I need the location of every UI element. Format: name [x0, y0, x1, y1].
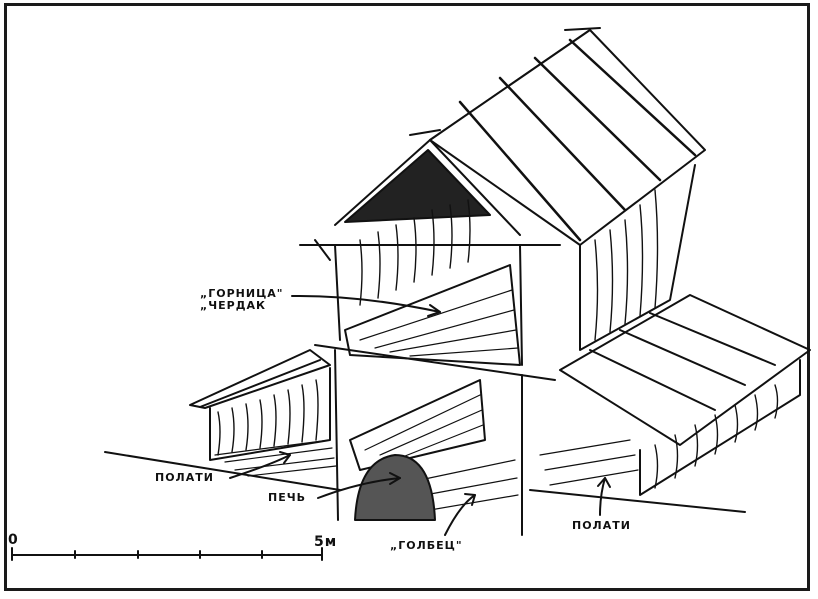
left-shed-wall — [209, 367, 331, 461]
arrow-polati-right — [599, 477, 606, 516]
arrow-gornitsa — [291, 294, 441, 313]
inner-wall — [349, 379, 486, 471]
upper-floor — [344, 264, 521, 366]
stove — [354, 454, 436, 521]
gable-shadow — [344, 149, 491, 223]
left-shed-roof — [189, 349, 331, 409]
right-shed-wall — [639, 359, 801, 496]
arrow-polati-left — [229, 454, 291, 479]
label-golbets: „ГОЛБЕЦ" — [390, 539, 463, 552]
label-cherdak: „ЧЕРДАК — [200, 299, 266, 312]
ground-line-left — [104, 451, 341, 491]
main-roof — [429, 29, 706, 246]
ground-line-right — [529, 489, 746, 513]
arrow-golbets — [444, 494, 476, 536]
right-shed-roof — [559, 294, 811, 446]
upper-post-right — [519, 244, 523, 366]
middle-beam — [314, 344, 556, 381]
lower-post-left — [334, 349, 339, 521]
upper-post-left — [334, 244, 341, 341]
right-wall — [579, 164, 696, 351]
label-pech: ПЕЧЬ — [268, 491, 306, 504]
label-polati-left: ПОЛАТИ — [155, 471, 214, 484]
label-polati-right: ПОЛАТИ — [572, 519, 631, 532]
scale-end-label: 5м — [314, 534, 338, 550]
label-gornitsa: „ГОРНИЦА" — [200, 287, 284, 300]
scale-start-label: 0 — [8, 532, 19, 548]
arrow-pech — [317, 477, 401, 499]
